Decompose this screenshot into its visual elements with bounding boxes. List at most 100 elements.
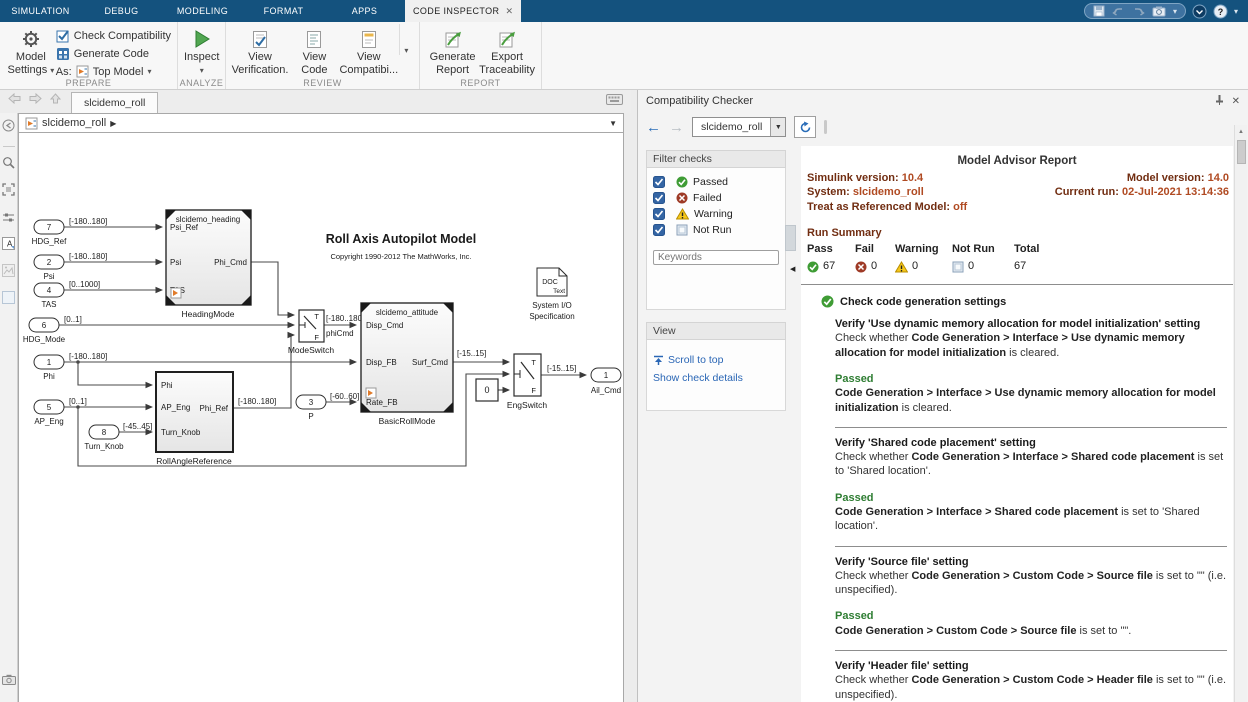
hide-palette-icon[interactable]	[2, 119, 15, 137]
forward-icon[interactable]	[29, 91, 42, 109]
svg-text:HDG_Ref: HDG_Ref	[32, 237, 67, 246]
svg-text:AP_Eng: AP_Eng	[161, 403, 190, 412]
minimize-toolstrip-icon[interactable]	[1192, 4, 1207, 19]
generate-report-icon	[444, 27, 462, 51]
keyboard-shortcut-icon[interactable]	[606, 92, 623, 110]
outport-ail-cmd[interactable]: 1 Ail_Cmd	[590, 367, 622, 395]
image-icon	[2, 264, 15, 282]
filter-not-run[interactable]: Not Run	[653, 224, 779, 236]
filter-scrollbar[interactable]	[785, 225, 796, 313]
view-header: View	[646, 322, 786, 340]
camera-icon[interactable]	[2, 672, 16, 690]
block-basicrollmode[interactable]: slcidemo_attitude Disp_Cmd Disp_FB Rate_…	[360, 302, 454, 426]
close-tab-icon[interactable]: ✕	[505, 5, 514, 16]
view-compatibility-button[interactable]: View Compatibi...	[339, 24, 398, 77]
show-check-details-link[interactable]: Show check details	[653, 372, 743, 384]
tab-debug[interactable]: DEBUG	[104, 6, 139, 16]
tab-modeling[interactable]: MODELING	[176, 6, 229, 16]
scroll-to-top-link[interactable]: Scroll to top	[653, 354, 779, 366]
save-icon[interactable]	[1093, 5, 1105, 17]
svg-text:BasicRollMode: BasicRollMode	[379, 416, 436, 426]
checkbox-checked-icon[interactable]	[653, 192, 665, 204]
block-headingmode[interactable]: slcidemo_heading Psi_Ref Psi TAS Phi_Cmd…	[165, 209, 252, 319]
adjust-icon[interactable]	[2, 210, 15, 228]
model-settings-button[interactable]: Model Settings ▾	[6, 24, 56, 77]
svg-text:F: F	[531, 386, 536, 395]
block-doc-text[interactable]: DOC Text System I/O Specification	[529, 267, 575, 321]
fit-to-view-icon[interactable]	[2, 183, 15, 201]
help-icon[interactable]: ?	[1213, 4, 1228, 19]
panel-forward-icon[interactable]: →	[669, 118, 684, 136]
quick-access-caret-icon[interactable]: ▾	[1233, 6, 1238, 16]
tab-format[interactable]: FORMAT	[263, 6, 304, 16]
check-status: Passed	[835, 491, 874, 504]
model-editor: A slcidemo_roll ▶ ▼ Roll Axis Autopilot …	[0, 113, 631, 702]
tab-apps[interactable]: APPS	[351, 6, 378, 16]
screenshot-caret-icon[interactable]: ▾	[1172, 6, 1177, 16]
redo-icon[interactable]	[1132, 6, 1145, 17]
back-icon[interactable]	[8, 91, 21, 109]
splitter-collapse-icon[interactable]: ◀	[790, 266, 796, 273]
check-group-heading[interactable]: Check code generation settings	[821, 295, 1233, 309]
as-top-model-select[interactable]: As: Top Model ▾	[55, 65, 152, 78]
wire-junction	[76, 360, 80, 364]
scroll-up-icon[interactable]: ▲	[1238, 128, 1244, 135]
scrollbar-thumb[interactable]	[1236, 140, 1246, 164]
view-verification-button[interactable]: View Verification.	[232, 24, 288, 77]
breadcrumb-dropdown-icon[interactable]: ▼	[609, 118, 617, 128]
svg-text:Phi: Phi	[43, 372, 55, 381]
breadcrumb-model[interactable]: slcidemo_roll	[42, 117, 107, 129]
svg-text:3: 3	[309, 398, 314, 407]
filter-passed[interactable]: Passed	[653, 176, 779, 188]
screenshot-icon[interactable]	[1152, 5, 1166, 17]
refresh-button[interactable]	[794, 116, 817, 138]
filter-warning[interactable]: Warning	[653, 208, 779, 220]
panel-back-icon[interactable]: ←	[646, 118, 661, 136]
model-advisor-report: Model Advisor Report Simulink version: 1…	[801, 146, 1233, 702]
model-select[interactable]: slcidemo_roll ▼	[692, 117, 787, 137]
close-panel-icon[interactable]: ✕	[1231, 95, 1240, 107]
checkbox-checked-icon[interactable]	[653, 208, 665, 220]
svg-text:Rate_FB: Rate_FB	[366, 398, 398, 407]
export-traceability-button[interactable]: Export Traceability	[479, 24, 535, 77]
report-scrollbar[interactable]: ▲	[1234, 125, 1247, 702]
tab-simulation[interactable]: SIMULATION	[11, 6, 70, 16]
breadcrumb-chevron-icon[interactable]: ▶	[110, 118, 117, 128]
view-code-button[interactable]: View Code	[288, 24, 341, 77]
keywords-input[interactable]	[653, 250, 779, 265]
block-constant-zero[interactable]: 0	[475, 378, 499, 402]
document-tabbar: slcidemo_roll	[0, 90, 631, 113]
doc-tab-slcidemo-roll[interactable]: slcidemo_roll	[71, 92, 159, 113]
viewport-icon[interactable]	[2, 291, 15, 309]
checkbox-checked-icon[interactable]	[653, 224, 665, 236]
check-compatibility-button[interactable]: Check Compatibility	[56, 29, 171, 43]
signal-wires[interactable]	[59, 223, 588, 467]
block-rollanglereference[interactable]: Phi AP_Eng Turn_Knob Phi_Ref RollAngleRe…	[155, 371, 276, 466]
generate-report-button[interactable]: Generate Report	[426, 24, 479, 77]
view-code-icon	[306, 27, 322, 51]
review-more-button[interactable]: ▾	[398, 24, 413, 55]
undo-icon[interactable]	[1112, 6, 1125, 17]
block-modeswitch[interactable]: T F ModeSwitch [-180..180] phiCmd	[288, 309, 364, 355]
checkbox-checked-icon[interactable]	[653, 176, 665, 188]
inport-ap-eng: 5AP_Eng[0..1]	[33, 397, 87, 426]
inspect-caret-icon: ▾	[199, 66, 204, 75]
tab-code-inspector[interactable]: CODE INSPECTOR ✕	[405, 0, 522, 22]
warning-status-icon	[676, 208, 689, 220]
block-engswitch[interactable]: T F EngSwitch [-15..15] [-15..15]	[457, 349, 576, 410]
svg-text:8: 8	[102, 428, 107, 437]
view-section: View Scroll to top Show check details	[646, 322, 786, 411]
view-verification-icon	[252, 27, 268, 51]
annotation-icon[interactable]: A	[2, 237, 15, 255]
svg-text:[0..1]: [0..1]	[64, 315, 82, 324]
inspect-button[interactable]: Inspect ▾	[184, 24, 219, 77]
svg-text:Disp_FB: Disp_FB	[366, 358, 397, 367]
generate-code-button[interactable]: Generate Code	[56, 47, 171, 61]
filter-failed[interactable]: Failed	[653, 192, 779, 204]
up-icon[interactable]	[49, 91, 62, 109]
pin-icon[interactable]	[1215, 94, 1224, 108]
zoom-icon[interactable]	[2, 156, 15, 174]
model-canvas[interactable]: Roll Axis Autopilot Model Copyright 1990…	[18, 133, 624, 702]
passed-status-icon	[676, 176, 688, 188]
